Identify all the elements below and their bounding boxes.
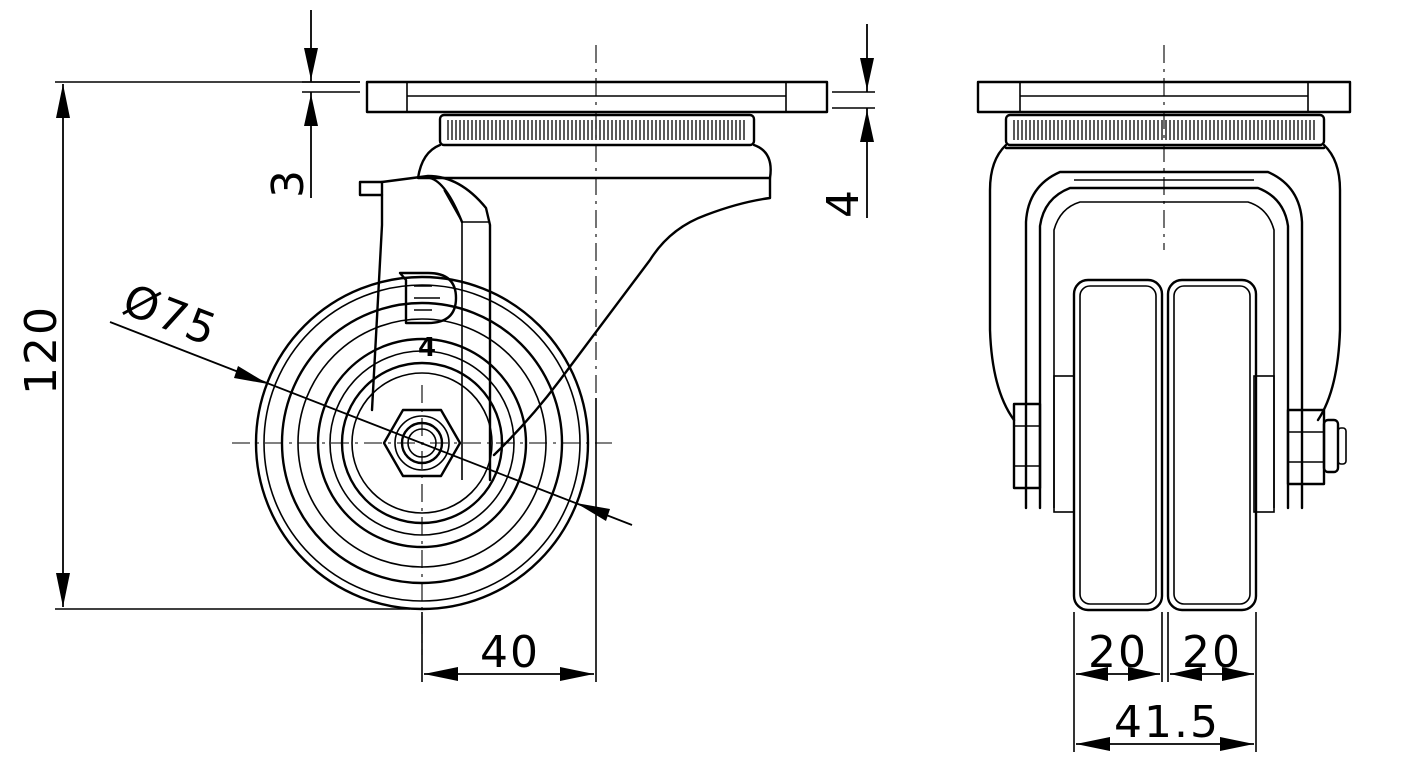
plate-thickness-dimension-right: 4	[818, 24, 875, 218]
offset-label: 40	[480, 627, 540, 678]
wheel-width-label-left: 20	[1088, 627, 1148, 678]
overall-width-label: 41.5	[1114, 697, 1220, 748]
fork-front	[1024, 170, 1304, 510]
swivel-housing-front	[988, 143, 1342, 422]
offset-dimension: 40	[421, 398, 597, 682]
wheel-side	[254, 275, 590, 611]
load-class-marking: 4	[418, 333, 436, 363]
plate-thickness-dimension-left: 3	[263, 10, 360, 198]
mounting-plate-side	[365, 80, 829, 114]
swivel-housing-side	[416, 143, 772, 457]
fork-leg-side	[358, 174, 492, 482]
swivel-bearing-ring-front	[1004, 113, 1326, 147]
manufacturer-logo	[398, 271, 458, 325]
wheel-width-label-right: 20	[1182, 627, 1242, 678]
side-view: 4 Ø75 120 3	[16, 10, 829, 682]
mounting-plate-front	[976, 80, 1352, 114]
plate-thickness-label-right: 4	[818, 188, 869, 218]
axle-nut-side	[382, 408, 462, 478]
axle-hardware-front	[1012, 375, 1347, 513]
swivel-bearing-ring-side	[438, 113, 756, 147]
twin-wheels-front	[1072, 278, 1258, 612]
wheel-width-dimensions: 20 20 41.5	[1073, 612, 1257, 752]
front-view: 20 20 41.5 4	[818, 24, 1352, 752]
height-label: 120	[16, 305, 67, 395]
plate-thickness-label-left: 3	[263, 168, 314, 198]
height-dimension: 120	[16, 81, 410, 610]
